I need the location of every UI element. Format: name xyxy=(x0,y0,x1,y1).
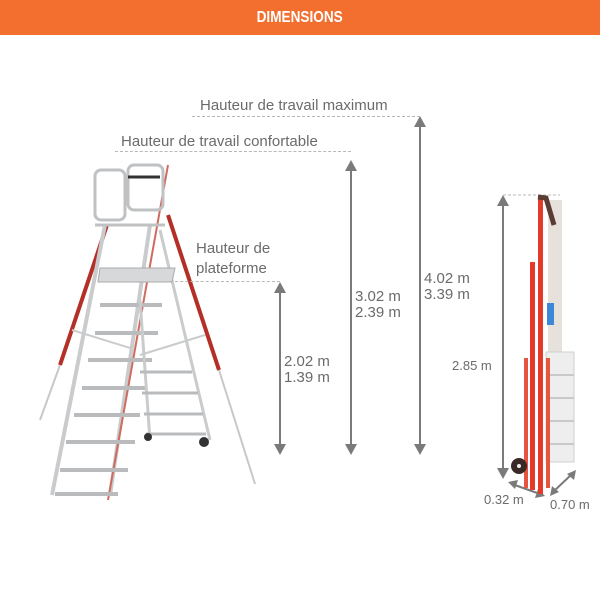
comfort-height-label: Hauteur de travail confortable xyxy=(121,133,318,150)
platform-height-arrow xyxy=(274,282,286,455)
max-height-value-max: 4.02 m xyxy=(424,270,470,287)
comfort-height-value-min: 2.39 m xyxy=(355,304,401,321)
platform-height-value-max: 2.02 m xyxy=(284,353,330,370)
comfort-height-reference-line xyxy=(115,151,351,152)
max-height-arrow xyxy=(414,116,426,455)
comfort-height-arrow xyxy=(345,160,357,455)
max-height-values: 4.02 m 3.39 m xyxy=(424,271,470,303)
max-height-value-min: 3.39 m xyxy=(424,286,470,303)
folded-depth-value: 0.32 m xyxy=(484,492,524,507)
folded-width-arrow xyxy=(550,470,576,496)
folded-height-arrow xyxy=(497,194,560,479)
platform-height-value-min: 1.39 m xyxy=(284,369,330,386)
platform-height-label-line2: plateforme xyxy=(196,260,267,277)
folded-height-value: 2.85 m xyxy=(452,358,492,373)
platform-height-label-line1: Hauteur de xyxy=(196,240,271,257)
comfort-height-values: 3.02 m 2.39 m xyxy=(355,289,401,321)
max-height-reference-line xyxy=(192,116,420,117)
max-height-label: Hauteur de travail maximum xyxy=(200,97,388,114)
dimensions-banner: DIMENSIONS xyxy=(0,0,600,35)
folded-ladder-illustration xyxy=(511,194,575,494)
platform-height-values: 2.02 m 1.39 m xyxy=(284,354,330,386)
platform-height-reference-line xyxy=(170,281,280,282)
comfort-height-value-max: 3.02 m xyxy=(355,288,401,305)
folded-width-value: 0.70 m xyxy=(550,497,590,512)
platform-ladder-illustration xyxy=(39,163,256,501)
banner-title: DIMENSIONS xyxy=(256,8,344,26)
